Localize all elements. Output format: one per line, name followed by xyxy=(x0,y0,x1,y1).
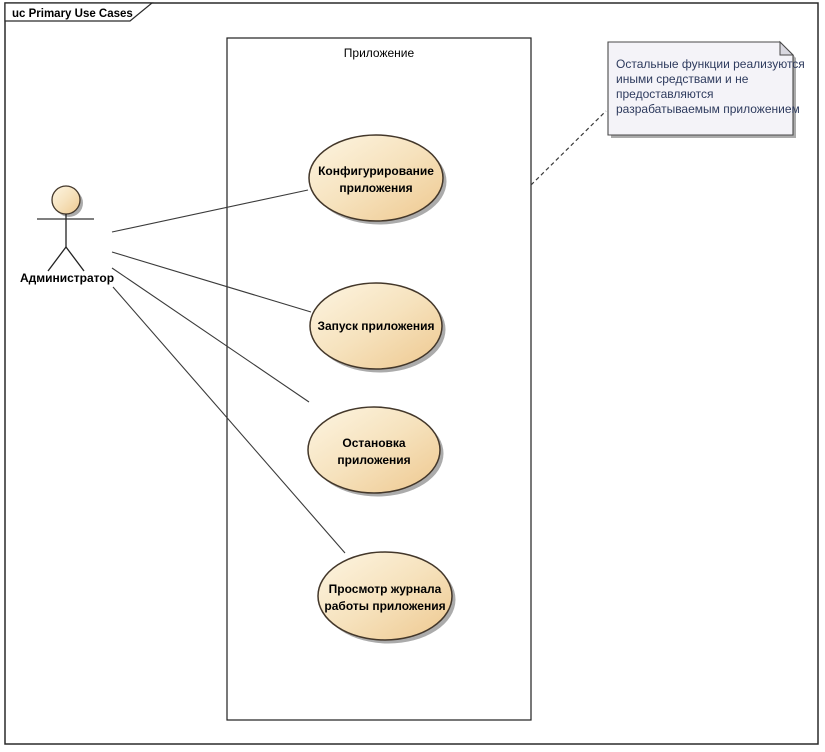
use-case-label: Запуск приложения xyxy=(317,319,434,333)
use-case-ellipse[interactable] xyxy=(317,551,453,641)
use-case-ellipse[interactable] xyxy=(307,406,441,494)
use-case-ellipse[interactable] xyxy=(308,134,444,222)
use-case-label: приложения xyxy=(339,181,412,195)
note-folded-corner-icon xyxy=(779,40,795,56)
use-case-configure-application[interactable]: Конфигурирование приложения xyxy=(308,134,447,225)
association-configure[interactable] xyxy=(111,189,309,233)
use-case-stop-application[interactable]: Остановка приложения xyxy=(307,406,444,497)
use-case-label: Конфигурирование xyxy=(318,164,434,178)
note[interactable]: Остальные функции реализуются иными сред… xyxy=(607,40,805,138)
note-link-connector[interactable] xyxy=(530,110,607,186)
actor-administrator[interactable]: Администратор xyxy=(20,185,114,285)
association-view-log[interactable] xyxy=(112,286,346,554)
note-text-line: предоставляются xyxy=(616,87,714,101)
association-stop[interactable] xyxy=(111,267,310,403)
diagram-frame-tab xyxy=(4,2,154,22)
actor-head[interactable] xyxy=(51,185,81,215)
actor-left-leg xyxy=(47,246,67,272)
use-case-label: работы приложения xyxy=(324,599,445,613)
note-text-line: разрабатываемым приложением xyxy=(616,102,800,116)
use-case-start-application[interactable]: Запуск приложения xyxy=(309,282,446,373)
note-text-line: иными средствами и не xyxy=(616,72,749,86)
use-case-label: приложения xyxy=(337,453,410,467)
note-body[interactable] xyxy=(607,41,794,136)
association-start[interactable] xyxy=(111,251,312,313)
use-case-label: Остановка xyxy=(342,436,406,450)
actor-right-leg xyxy=(65,246,85,272)
use-case-view-application-log[interactable]: Просмотр журнала работы приложения xyxy=(317,551,456,644)
actor-label: Администратор xyxy=(20,271,114,285)
use-case-ellipse[interactable] xyxy=(309,282,443,370)
note-text-line: Остальные функции реализуются xyxy=(616,57,805,71)
diagram-frame-title: uc Primary Use Cases xyxy=(12,8,133,20)
system-boundary-label: Приложение xyxy=(344,46,415,60)
use-case-label: Просмотр журнала xyxy=(329,582,442,596)
